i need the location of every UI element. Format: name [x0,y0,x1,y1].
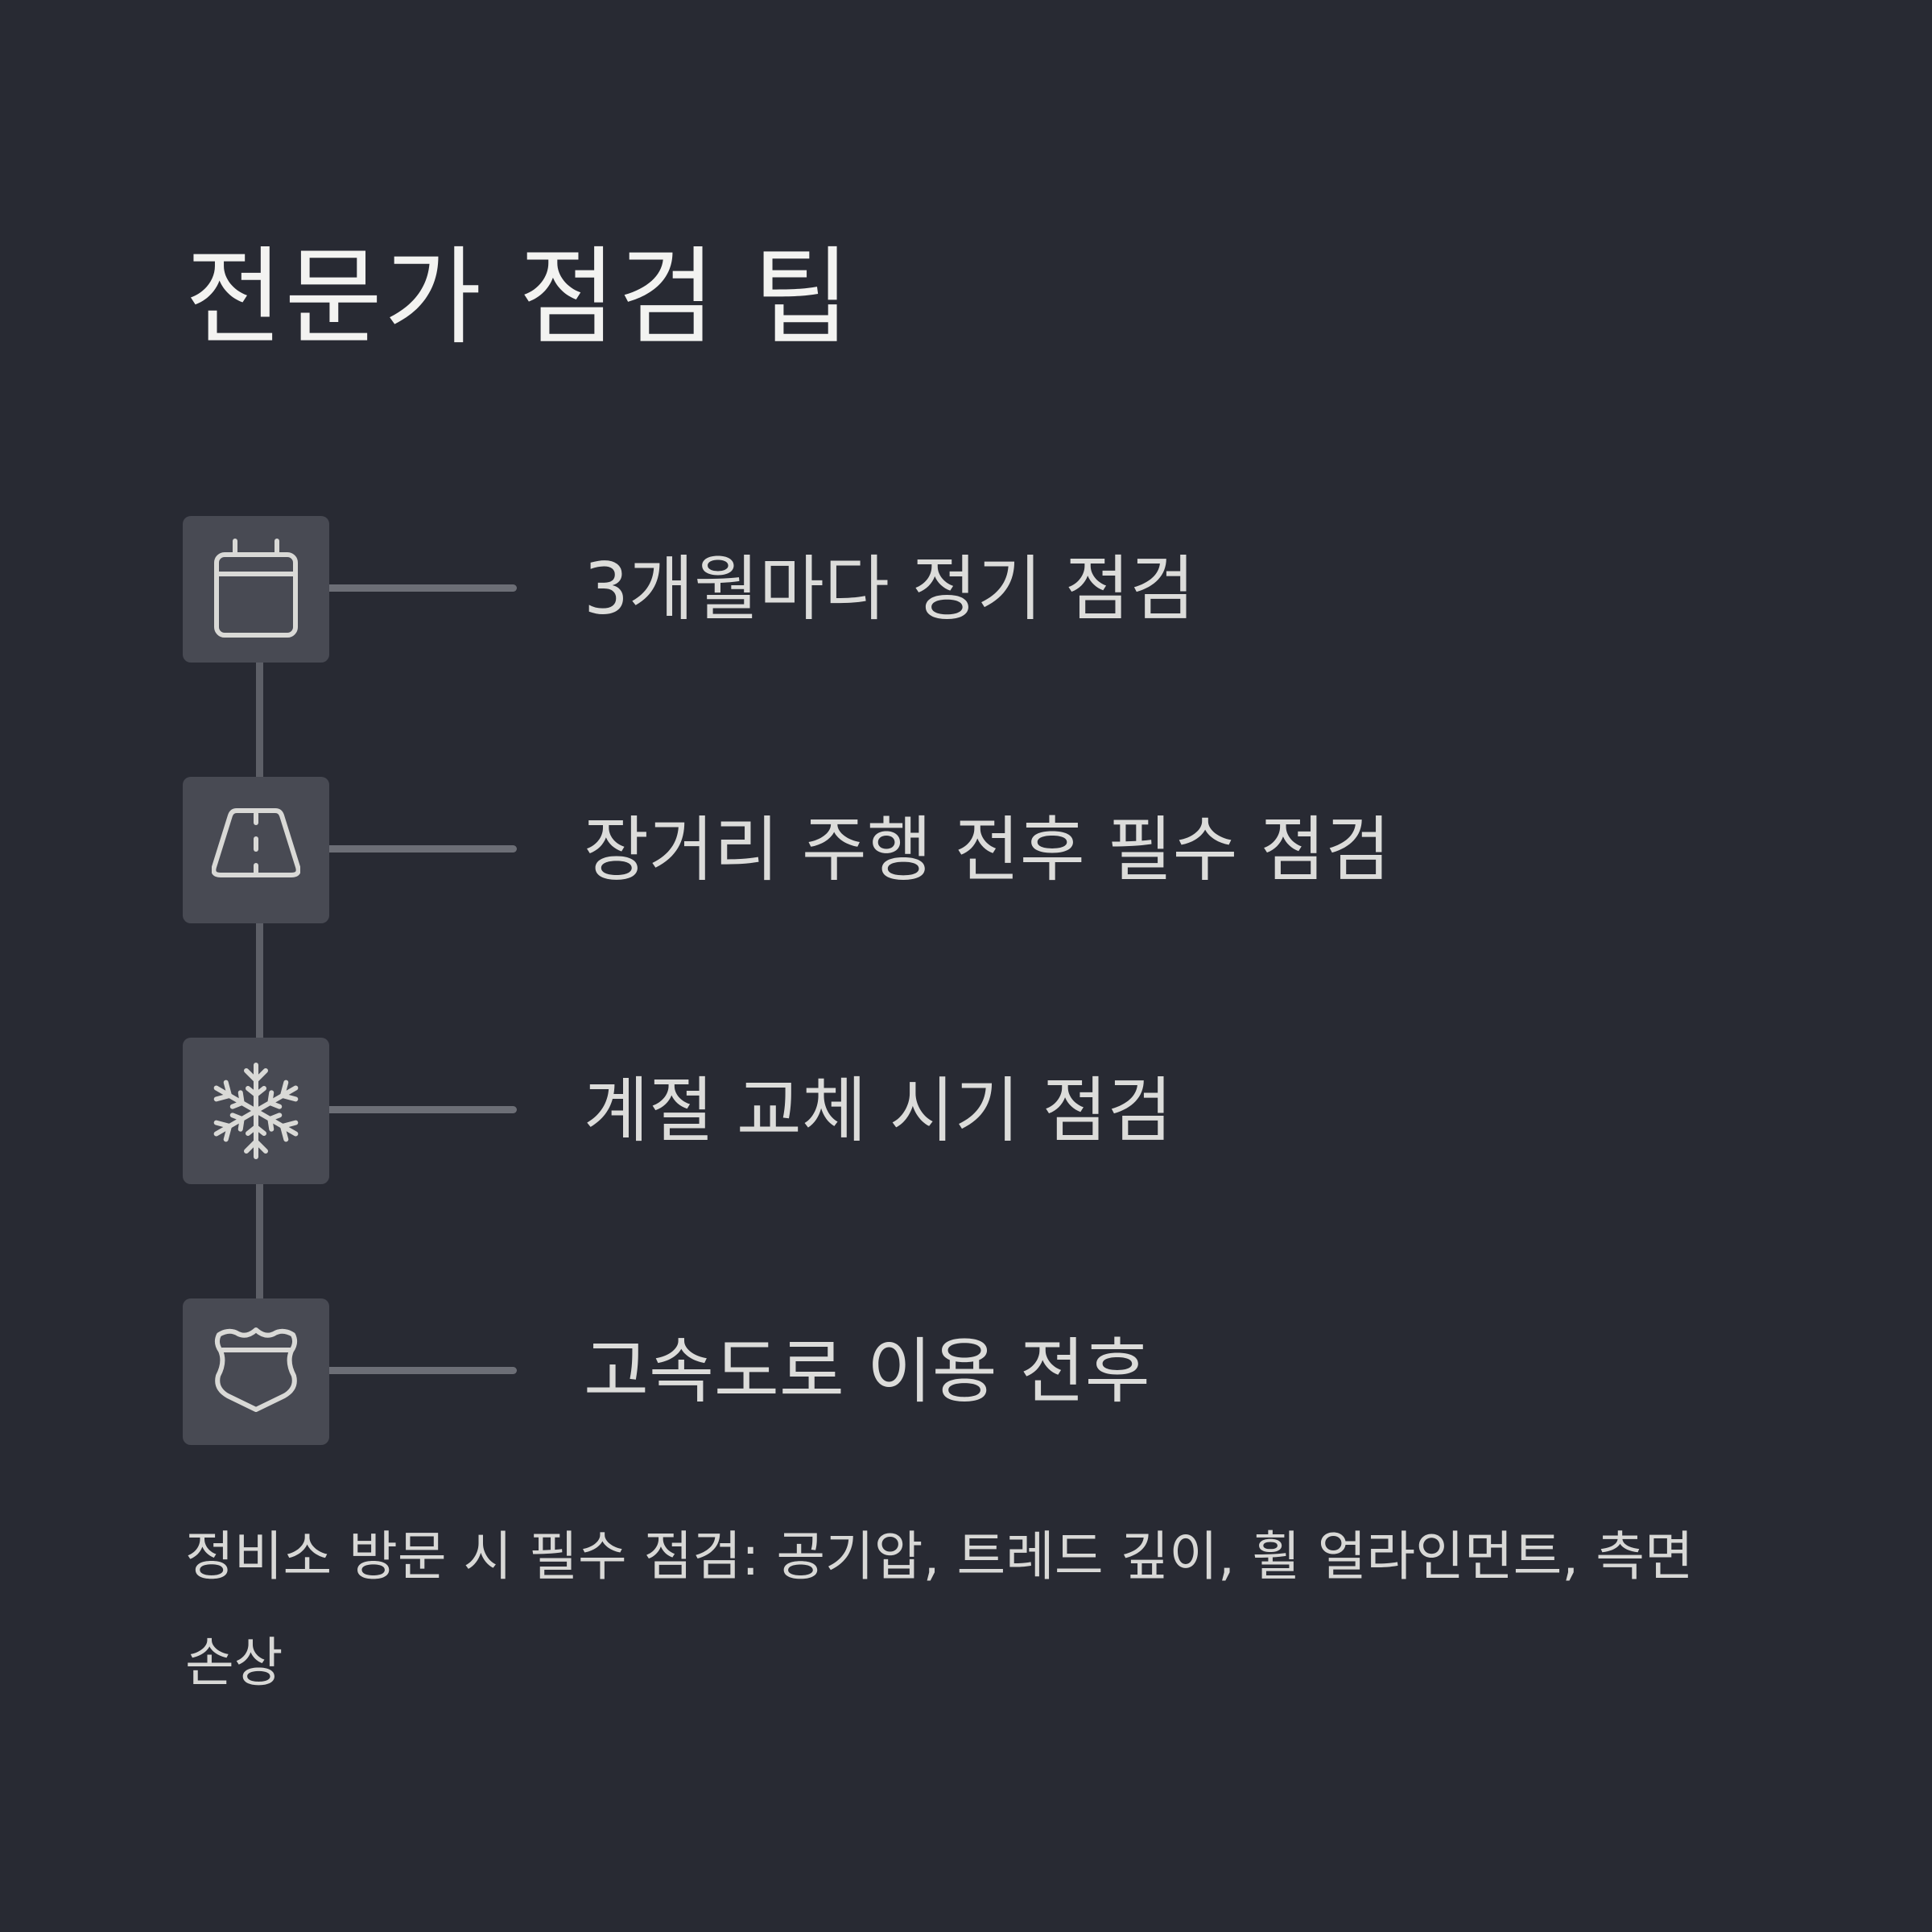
tip-connector [329,1367,517,1374]
snowflake-icon [213,1063,299,1159]
tip-connector [329,584,517,592]
tip-label: 3개월마다 정기 점검 [584,547,1195,630]
page-title: 전문가 점검 팁 [185,236,852,360]
tip-icon-box [183,1038,329,1184]
timeline-spine [256,1183,263,1298]
tip-icon-box [183,1298,329,1445]
tip-label: 고속도로 이용 전후 [584,1330,1150,1413]
tip-connector [329,1106,517,1113]
highway-shield-icon [214,1327,298,1412]
inspection-note: 정비소 방문 시 필수 점검: 공기압, 트레드 깊이, 휠 얼라인먼트, 측면… [185,1525,1694,1694]
calendar-icon [214,539,298,638]
timeline-spine [256,923,263,1038]
timeline-spine [256,662,263,777]
tip-connector [329,845,517,852]
tip-icon-box [183,777,329,923]
tip-label: 장거리 주행 전후 필수 점검 [584,808,1391,891]
tip-icon-box [183,516,329,663]
tip-label: 계절 교체 시기 점검 [584,1069,1173,1152]
road-icon [212,808,300,877]
